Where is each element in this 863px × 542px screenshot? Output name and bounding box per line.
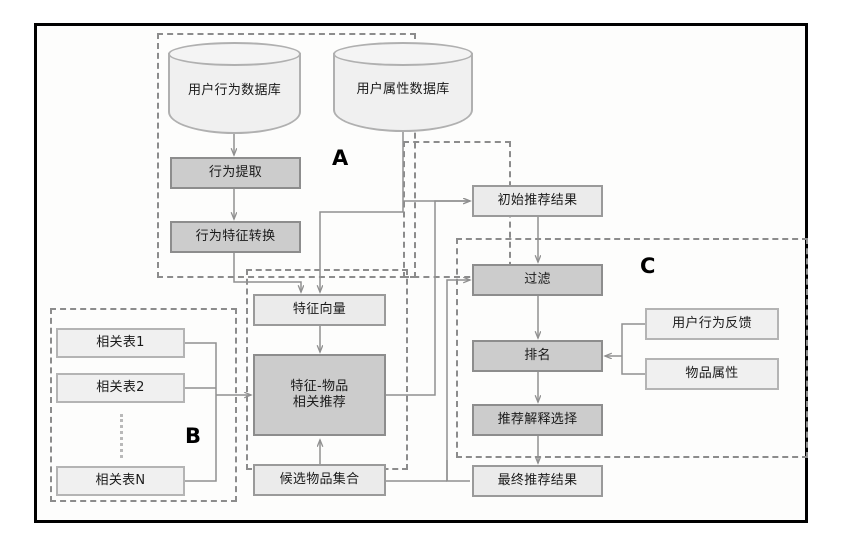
region-c-label: C (640, 254, 656, 278)
database-user-attribute: 用户属性数据库 (333, 42, 473, 132)
node-final-recommend-result: 最终推荐结果 (472, 465, 603, 497)
region-b-label: B (185, 424, 202, 448)
region-b (50, 308, 237, 502)
node-behavior-extraction: 行为提取 (170, 157, 301, 189)
vertical-ellipsis (120, 414, 126, 458)
cylinder-top-ellipse (333, 42, 473, 66)
cylinder-body (168, 53, 301, 134)
node-relation-table-n: 相关表N (56, 466, 185, 496)
node-user-behavior-feedback: 用户行为反馈 (645, 308, 779, 340)
node-initial-recommend-result: 初始推荐结果 (472, 185, 603, 217)
node-item-attribute: 物品属性 (645, 358, 779, 390)
cylinder-top-ellipse (168, 42, 301, 66)
database-user-attribute-label: 用户属性数据库 (356, 81, 450, 97)
node-feature-item-recommend: 特征-物品 相关推荐 (253, 354, 386, 436)
node-relation-table-2: 相关表2 (56, 373, 185, 403)
database-user-behavior: 用户行为数据库 (168, 42, 301, 134)
database-user-behavior-label: 用户行为数据库 (187, 82, 282, 98)
node-explanation-selection: 推荐解释选择 (472, 404, 603, 436)
cylinder-body (333, 53, 473, 132)
node-filter: 过滤 (472, 264, 603, 296)
region-a-label: A (332, 146, 349, 170)
node-feature-vector: 特征向量 (253, 294, 386, 326)
node-relation-table-1: 相关表1 (56, 328, 185, 358)
node-ranking: 排名 (472, 340, 603, 372)
node-behavior-feature-transform: 行为特征转换 (170, 221, 301, 253)
node-candidate-item-set: 候选物品集合 (253, 464, 386, 496)
